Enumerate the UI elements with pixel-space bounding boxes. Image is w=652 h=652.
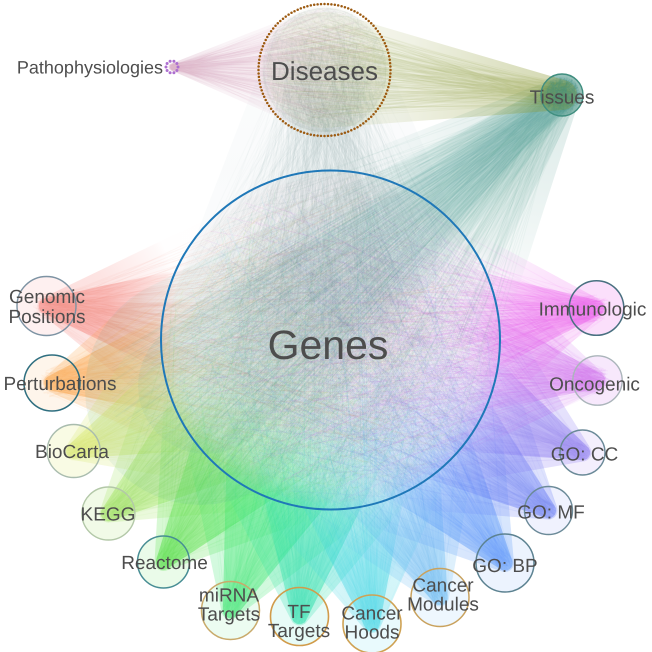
svg-text:BioCarta: BioCarta — [35, 442, 109, 463]
svg-text:Diseases: Diseases — [271, 56, 378, 86]
svg-text:Genomic: Genomic — [9, 287, 85, 308]
svg-text:Targets: Targets — [198, 604, 260, 625]
svg-text:Tissues: Tissues — [530, 87, 595, 108]
svg-text:GO: CC: GO: CC — [551, 444, 619, 465]
svg-text:Perturbations: Perturbations — [3, 374, 116, 395]
svg-text:TF: TF — [287, 602, 310, 623]
svg-text:GO: MF: GO: MF — [517, 502, 585, 523]
svg-text:Cancer: Cancer — [341, 603, 403, 624]
svg-text:Targets: Targets — [268, 621, 330, 642]
svg-text:KEGG: KEGG — [81, 504, 136, 525]
svg-text:Oncogenic: Oncogenic — [549, 374, 640, 395]
svg-text:Immunologic: Immunologic — [539, 299, 647, 320]
svg-text:Modules: Modules — [407, 594, 479, 615]
svg-text:GO: BP: GO: BP — [472, 556, 537, 577]
svg-text:Pathophysiologies: Pathophysiologies — [17, 58, 163, 78]
svg-text:Positions: Positions — [8, 307, 85, 328]
svg-text:Cancer: Cancer — [412, 575, 474, 596]
svg-text:Reactome: Reactome — [121, 553, 208, 574]
svg-text:miRNA: miRNA — [199, 585, 259, 606]
svg-text:Genes: Genes — [268, 322, 389, 368]
svg-text:Hoods: Hoods — [345, 622, 400, 643]
